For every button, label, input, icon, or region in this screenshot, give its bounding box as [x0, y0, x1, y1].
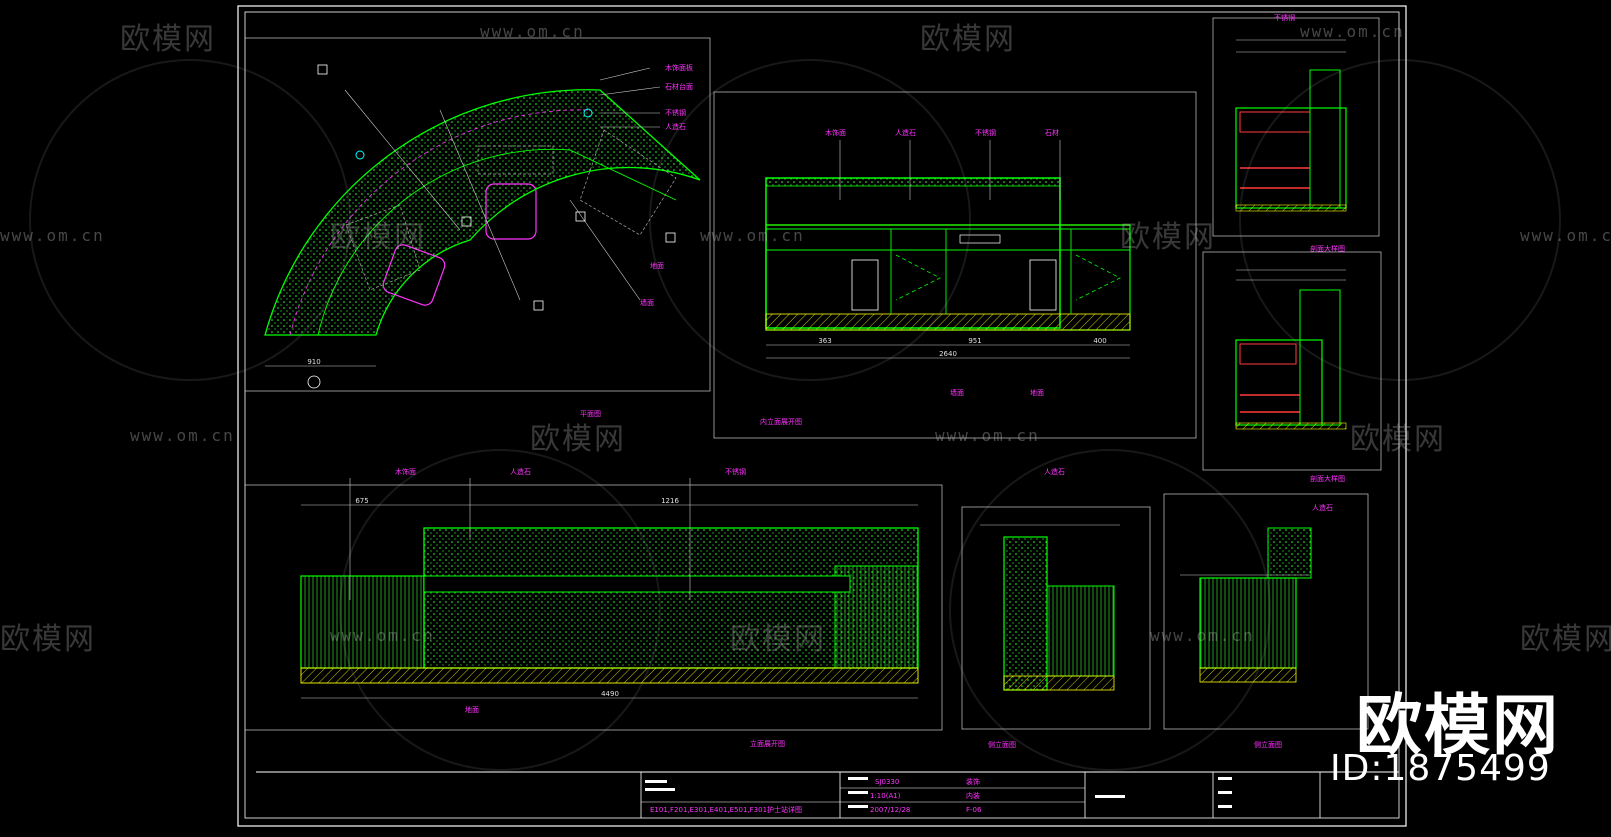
watermark-url: www.om.cn	[1300, 22, 1405, 41]
outer-dim-total: 4490	[601, 690, 619, 698]
inner-dim-1: 363	[818, 337, 831, 345]
watermark-logo: 欧模网	[330, 220, 426, 255]
svg-text:人造石: 人造石	[510, 467, 531, 476]
plan-view-label: 平面图	[580, 410, 601, 418]
side-elevation-a: 人造石 侧立面图	[961, 467, 1151, 749]
watermark-logo: 欧模网	[1350, 422, 1446, 457]
brand-logo-text: 欧模网	[1356, 687, 1560, 764]
watermark-url: www.om.cn	[130, 426, 235, 445]
inner-elevation-label: 内立面展开图	[760, 417, 802, 426]
section-b-label: 剖面大样图	[1310, 474, 1345, 483]
brand-id-text: ID:1875499	[1330, 748, 1551, 789]
svg-text:地面: 地面	[650, 261, 664, 270]
inner-elevation-view: 2640 363 951 400 木饰面 人造石 不锈钢 石材 墙面 地面 内立…	[713, 91, 1197, 439]
watermark-logo: 欧模网	[0, 622, 96, 657]
svg-text:人造石: 人造石	[1312, 503, 1333, 512]
watermark-rings	[29, 59, 1561, 771]
side-elevation-b: 人造石 侧立面图	[1163, 493, 1369, 749]
watermark-url: www.om.cn	[1520, 226, 1611, 245]
outer-dim-left: 675	[355, 497, 368, 505]
watermark-url: www.om.cn	[330, 626, 435, 645]
svg-text:墙面: 墙面	[950, 388, 964, 397]
title-block: E101,F201,E301,E401,E501,F301护士站详图 SJ033…	[256, 771, 1399, 818]
outer-dim-right: 1216	[661, 497, 679, 505]
category-text: 内装	[966, 791, 980, 800]
inner-dim-3: 400	[1093, 337, 1106, 345]
sheet-title-text: E101,F201,E301,E401,E501,F301护士站详图	[650, 805, 802, 814]
svg-text:不锈钢: 不锈钢	[1274, 13, 1295, 22]
sheet-inner-frame	[244, 11, 1400, 819]
outer-elevation-label: 立面展开图	[750, 739, 785, 748]
section-detail-b: 剖面大样图	[1202, 251, 1382, 483]
section-detail-a: 不锈钢 剖面大样图	[1212, 13, 1380, 253]
svg-text:不锈钢: 不锈钢	[975, 128, 996, 137]
inner-dim-2: 951	[968, 337, 981, 345]
svg-text:地面: 地面	[465, 705, 479, 714]
watermark-url: www.om.cn	[935, 426, 1040, 445]
svg-text:墙面: 墙面	[640, 298, 654, 307]
watermark-logo: 欧模网	[920, 22, 1016, 57]
watermark-logo: 欧模网	[120, 22, 216, 57]
section-a-label: 剖面大样图	[1310, 244, 1345, 253]
drawing-no-text: F-06	[966, 806, 982, 814]
side-elevation-a-label: 侧立面图	[988, 740, 1016, 749]
watermark-logo: 欧模网	[1520, 622, 1611, 657]
watermark-logo: 欧模网	[530, 422, 626, 457]
svg-text:木饰面板: 木饰面板	[665, 63, 693, 72]
outer-elevation-view: 675 1216 4490 木饰面 人造石 不锈钢 地面 立面展开图	[244, 467, 943, 748]
svg-text:石材台面: 石材台面	[665, 82, 693, 91]
plan-view: 木饰面板 石材台面 不锈钢 人造石 地面 墙面 910 平面图	[244, 37, 711, 418]
svg-text:人造石: 人造石	[895, 128, 916, 137]
project-code-text: SJ0330	[875, 778, 899, 786]
watermark-url: www.om.cn	[700, 226, 805, 245]
svg-text:不锈钢: 不锈钢	[665, 108, 686, 117]
watermark-url: www.om.cn	[1150, 626, 1255, 645]
watermark-logo: 欧模网	[1120, 220, 1216, 255]
svg-text:木饰面: 木饰面	[395, 467, 416, 476]
svg-text:人造石: 人造石	[1044, 467, 1065, 476]
svg-text:石材: 石材	[1045, 128, 1059, 137]
svg-text:木饰面: 木饰面	[825, 128, 846, 137]
discipline-text: 装饰	[966, 777, 980, 786]
watermark-url: www.om.cn	[0, 226, 105, 245]
side-elevation-b-label: 侧立面图	[1254, 740, 1282, 749]
inner-dim-total: 2640	[939, 350, 957, 358]
svg-text:地面: 地面	[1030, 388, 1044, 397]
sheet-outer-frame	[237, 5, 1407, 827]
plan-dim-width: 910	[307, 358, 320, 366]
svg-text:不锈钢: 不锈钢	[725, 467, 746, 476]
date-text: 2007/12/28	[870, 806, 910, 814]
svg-text:人造石: 人造石	[665, 122, 686, 131]
watermark-logo: 欧模网	[730, 622, 826, 657]
scale-text: 1:10(A1)	[870, 792, 901, 800]
watermark-url: www.om.cn	[480, 22, 585, 41]
